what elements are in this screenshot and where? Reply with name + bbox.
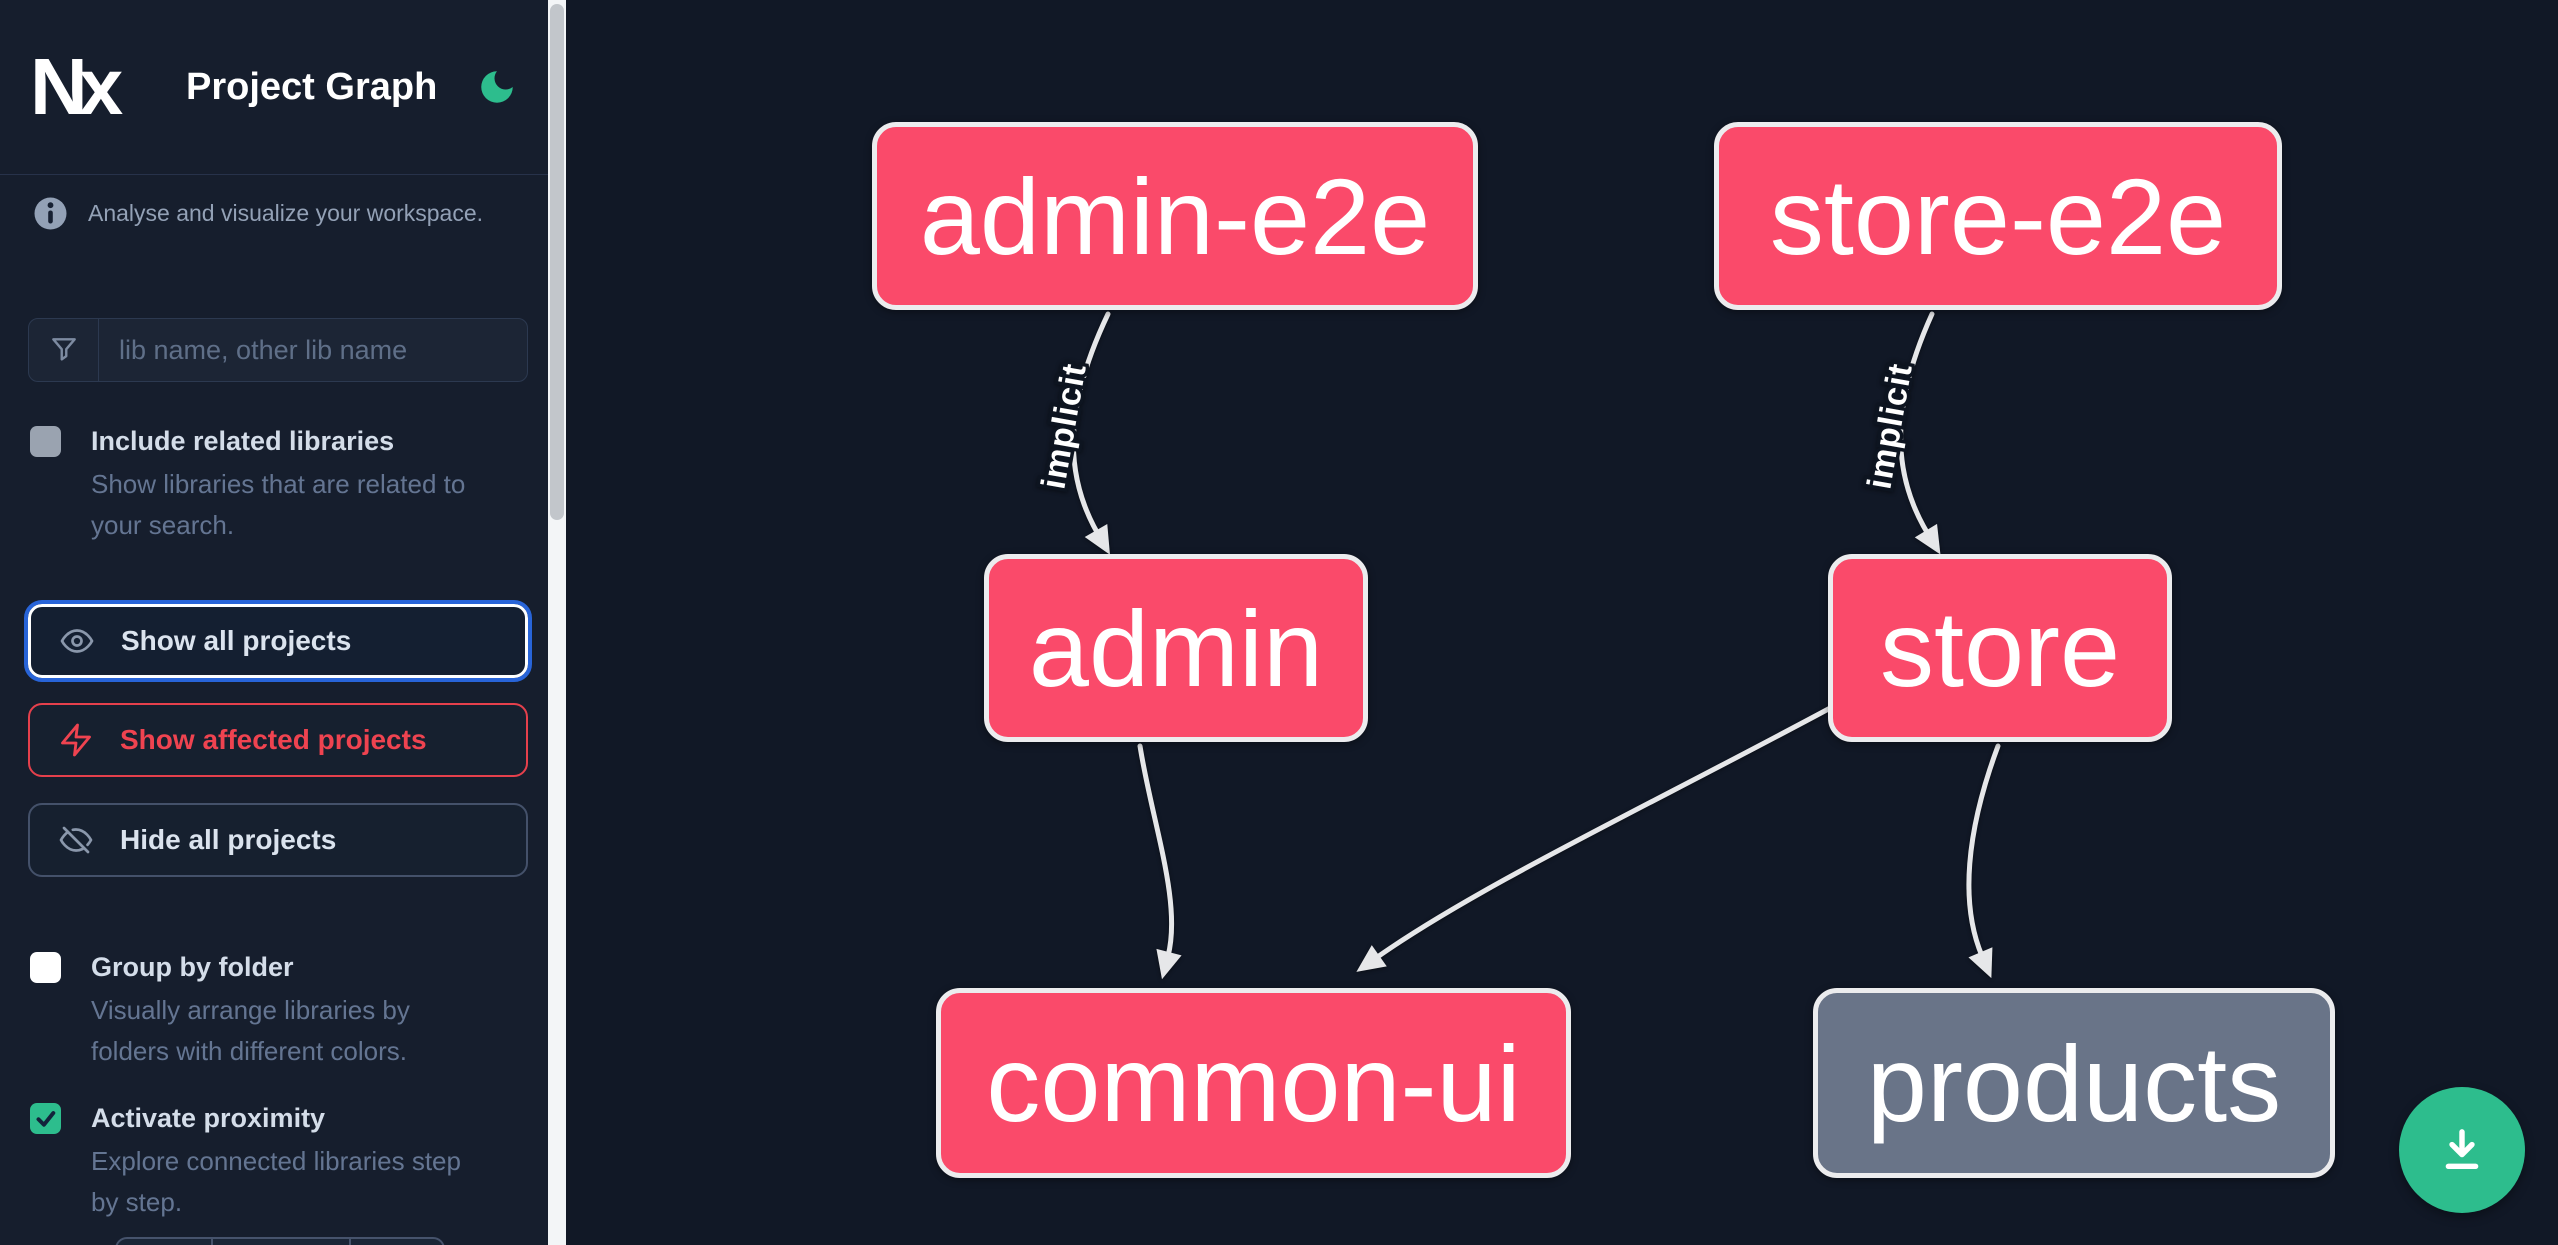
graph-node-admin[interactable]: admin (984, 554, 1368, 742)
hide-all-projects-button[interactable]: Hide all projects (28, 803, 528, 877)
sidebar: Nx Project Graph Analyse (0, 0, 548, 1245)
sidebar-header: Nx Project Graph (30, 0, 520, 174)
moon-icon (476, 66, 518, 108)
edge-label-implicit: implicit (1860, 360, 1919, 492)
edge-store-e2e-to-store (1898, 311, 1941, 555)
theme-toggle-button[interactable] (474, 64, 520, 110)
activate-proximity-label[interactable]: Activate proximity (91, 1103, 326, 1133)
edge-admin-e2e-to-admin (1070, 311, 1111, 555)
activate-proximity-option: Activate proximity Explore connected lib… (30, 1101, 510, 1223)
include-related-checkbox[interactable] (30, 426, 61, 457)
activate-proximity-checkbox[interactable] (30, 1103, 61, 1134)
graph-node-common-ui[interactable]: common-ui (936, 988, 1571, 1178)
include-related-description: Show libraries that are related to your … (91, 469, 466, 540)
activate-proximity-description: Explore connected libraries step by step… (91, 1146, 461, 1217)
edge-admin-to-common-ui (1137, 743, 1182, 980)
proximity-decrement-button[interactable] (117, 1239, 211, 1245)
group-by-folder-option: Group by folder Visually arrange librari… (30, 950, 510, 1072)
proximity-depth-control (115, 1237, 445, 1245)
header-divider (0, 174, 548, 175)
workspace-tagline-row: Analyse and visualize your workspace. (33, 196, 483, 231)
graph-node-store-e2e[interactable]: store-e2e (1714, 122, 2282, 310)
svg-text:Nx: Nx (30, 44, 123, 130)
show-all-projects-button[interactable]: Show all projects (24, 600, 532, 682)
edge-label-implicit: implicit (1034, 360, 1093, 492)
graph-node-admin-e2e[interactable]: admin-e2e (872, 122, 1478, 310)
graph-node-store[interactable]: store (1828, 554, 2172, 742)
group-by-folder-label[interactable]: Group by folder (91, 952, 294, 982)
info-icon (33, 196, 68, 231)
edge-store-to-products (1966, 743, 2001, 979)
filter-icon (29, 319, 99, 381)
download-image-button[interactable] (2399, 1087, 2525, 1213)
include-related-label[interactable]: Include related libraries (91, 426, 395, 456)
group-by-folder-checkbox[interactable] (30, 952, 61, 983)
checkmark-icon (33, 1106, 58, 1131)
page-title: Project Graph (186, 65, 438, 108)
edge-store-to-common-ui (1356, 703, 1837, 972)
bolt-icon (58, 722, 94, 758)
download-icon (2433, 1121, 2491, 1179)
nx-logo: Nx (30, 44, 138, 130)
graph-node-products[interactable]: products (1813, 988, 2335, 1178)
group-by-folder-description: Visually arrange libraries by folders wi… (91, 995, 410, 1066)
include-related-option: Include related libraries Show libraries… (30, 424, 510, 546)
show-affected-projects-button[interactable]: Show affected projects (28, 703, 528, 777)
eye-icon (59, 623, 95, 659)
proximity-increment-button[interactable] (349, 1239, 443, 1245)
sidebar-scrollbar-track[interactable] (548, 0, 566, 1245)
sidebar-scrollbar-thumb[interactable] (550, 4, 564, 520)
library-search-input[interactable] (99, 319, 527, 381)
workspace-tagline: Analyse and visualize your workspace. (88, 200, 484, 226)
proximity-depth-value (211, 1239, 349, 1245)
eye-off-icon (58, 822, 94, 858)
search-box (28, 318, 528, 382)
